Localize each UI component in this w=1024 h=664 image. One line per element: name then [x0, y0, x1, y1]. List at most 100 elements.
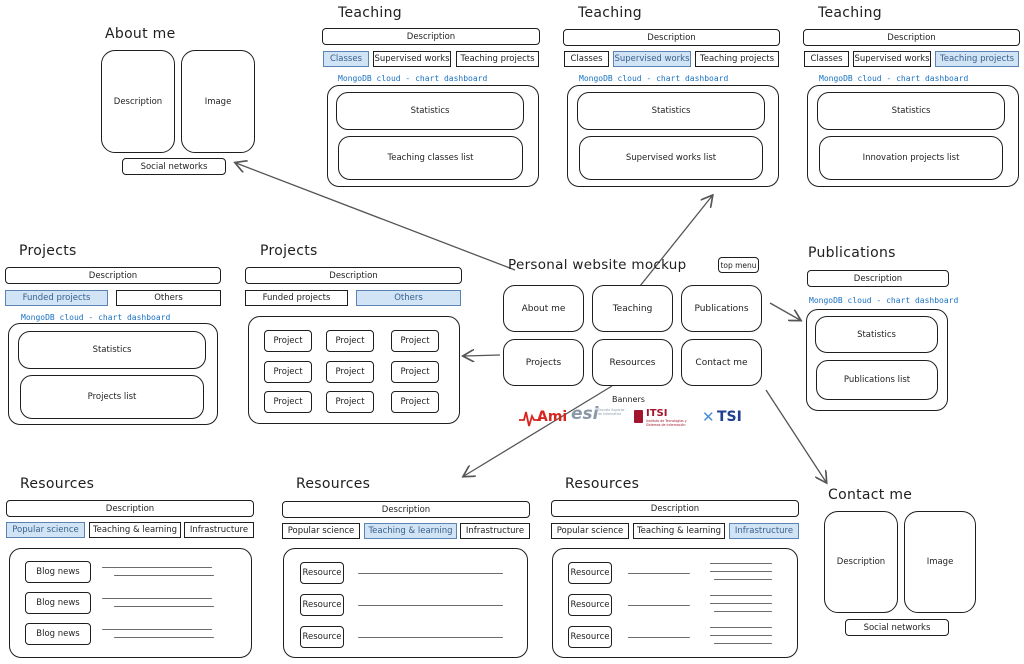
resources-3-title: Resources [565, 476, 640, 492]
itsi-logo-text: ITSI [646, 408, 668, 419]
project-card[interactable]: Project [326, 391, 374, 413]
text-line [114, 606, 214, 608]
blog-news-card[interactable]: Blog news [25, 623, 91, 645]
teaching-1-tab-supervised[interactable]: Supervised works [373, 51, 451, 67]
pulse-icon [519, 411, 541, 427]
text-line [102, 567, 212, 569]
project-card[interactable]: Project [391, 391, 439, 413]
teaching-1-dashboard-link[interactable]: MongoDB cloud - chart dashboard [338, 74, 488, 83]
resources-3-tab-infrastructure[interactable]: Infrastructure [729, 523, 799, 539]
resource-card[interactable]: Resource [568, 594, 612, 616]
text-line [714, 643, 772, 645]
tsi-logo-text: TSI [717, 409, 742, 425]
text-line [114, 575, 214, 577]
projects-1-tab-others[interactable]: Others [116, 290, 221, 306]
resource-card[interactable]: Resource [568, 562, 612, 584]
text-line [710, 595, 772, 597]
itsi-logo-caption: Instituto de Tecnologías y Sistemas de I… [646, 419, 687, 427]
teaching-2-dashboard-link[interactable]: MongoDB cloud - chart dashboard [579, 74, 729, 83]
teaching-3-tab-projects[interactable]: Teaching projects [935, 51, 1019, 67]
resources-2-tab-teaching[interactable]: Teaching & learning [364, 523, 457, 539]
resources-1-tab-teaching[interactable]: Teaching & learning [89, 522, 181, 538]
teaching-3-tab-supervised[interactable]: Supervised works [853, 51, 931, 67]
project-card[interactable]: Project [264, 391, 312, 413]
tsi-logo: ✕ TSI [702, 408, 746, 429]
projects-1-dashboard-link[interactable]: MongoDB cloud - chart dashboard [21, 313, 171, 322]
publications-dashboard-link[interactable]: MongoDB cloud - chart dashboard [809, 296, 959, 305]
teaching-3-description: Description [803, 29, 1020, 46]
teaching-3-statistics: Statistics [817, 92, 1005, 130]
projects-2-title: Projects [260, 243, 318, 259]
resources-3-tab-teaching[interactable]: Teaching & learning [633, 523, 725, 539]
teaching-2-tab-projects[interactable]: Teaching projects [695, 51, 779, 67]
hub-button-resources[interactable]: Resources [592, 339, 673, 386]
ami-logo-text: Ami [537, 409, 568, 425]
contact-social-networks[interactable]: Social networks [845, 619, 949, 636]
arrow-to-about [236, 163, 516, 271]
hub-button-about[interactable]: About me [503, 285, 584, 332]
itsi-mark-icon [634, 410, 643, 423]
resources-3-tab-popular[interactable]: Popular science [551, 523, 629, 539]
text-line [628, 573, 690, 575]
resources-3-description: Description [551, 500, 799, 517]
project-card[interactable]: Project [391, 330, 439, 352]
project-card[interactable]: Project [391, 361, 439, 383]
resources-2-tab-popular[interactable]: Popular science [282, 523, 360, 539]
resource-card[interactable]: Resource [300, 594, 344, 616]
teaching-2-tab-classes[interactable]: Classes [564, 51, 609, 67]
hub-button-contact[interactable]: Contact me [681, 339, 762, 386]
teaching-3-dashboard-link[interactable]: MongoDB cloud - chart dashboard [819, 74, 969, 83]
text-line [710, 603, 772, 605]
text-line [714, 611, 772, 613]
resource-card[interactable]: Resource [300, 626, 344, 648]
teaching-3-tab-classes[interactable]: Classes [804, 51, 849, 67]
teaching-1-statistics: Statistics [336, 92, 524, 130]
teaching-3-list: Innovation projects list [819, 136, 1003, 180]
hub-button-teaching[interactable]: Teaching [592, 285, 673, 332]
hub-button-publications[interactable]: Publications [681, 285, 762, 332]
teaching-1-title: Teaching [338, 5, 402, 21]
teaching-2-tab-supervised[interactable]: Supervised works [613, 51, 691, 67]
project-card[interactable]: Project [326, 361, 374, 383]
contact-title: Contact me [828, 487, 913, 503]
about-social-networks[interactable]: Social networks [122, 158, 226, 175]
projects-2-tab-funded[interactable]: Funded projects [245, 290, 348, 306]
text-line [358, 637, 503, 639]
projects-1-tab-funded[interactable]: Funded projects [5, 290, 108, 306]
text-line [714, 579, 772, 581]
projects-2-tab-others[interactable]: Others [356, 290, 461, 306]
about-image: Image [181, 50, 255, 153]
resource-card[interactable]: Resource [300, 562, 344, 584]
project-card[interactable]: Project [326, 330, 374, 352]
resources-1-tab-infrastructure[interactable]: Infrastructure [184, 522, 254, 538]
publications-list: Publications list [816, 360, 938, 400]
teaching-2-description: Description [563, 29, 780, 46]
about-description: Description [101, 50, 175, 153]
arrow-to-resources [464, 385, 613, 476]
projects-1-description: Description [5, 267, 221, 284]
esi-logo: esi Escuela Superior de Informática [571, 404, 627, 429]
projects-1-statistics: Statistics [18, 331, 206, 369]
teaching-1-tab-classes[interactable]: Classes [323, 51, 369, 67]
teaching-1-tab-projects[interactable]: Teaching projects [456, 51, 539, 67]
teaching-2-statistics: Statistics [577, 92, 765, 130]
projects-1-list: Projects list [20, 375, 204, 419]
text-line [710, 627, 772, 629]
top-menu-button[interactable]: top menu [718, 257, 759, 273]
project-card[interactable]: Project [264, 330, 312, 352]
text-line [710, 571, 772, 573]
resources-2-title: Resources [296, 476, 371, 492]
teaching-3-title: Teaching [818, 5, 882, 21]
text-line [102, 629, 212, 631]
text-line [710, 635, 772, 637]
blog-news-card[interactable]: Blog news [25, 592, 91, 614]
hub-button-projects[interactable]: Projects [503, 339, 584, 386]
projects-1-title: Projects [19, 243, 77, 259]
resources-1-tab-popular[interactable]: Popular science [6, 522, 85, 538]
resource-card[interactable]: Resource [568, 626, 612, 648]
project-card[interactable]: Project [264, 361, 312, 383]
resources-2-description: Description [282, 501, 530, 518]
blog-news-card[interactable]: Blog news [25, 561, 91, 583]
resources-2-tab-infrastructure[interactable]: Infrastructure [460, 523, 530, 539]
